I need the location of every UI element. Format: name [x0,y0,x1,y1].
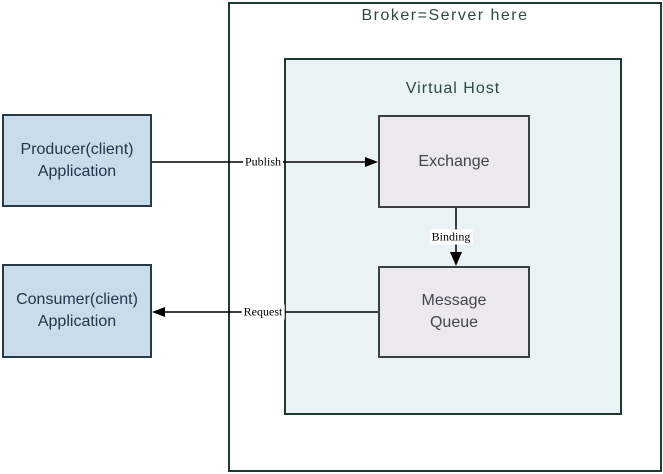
message-queue-node: Message Queue [378,266,530,358]
message-queue-label: Message Queue [421,292,487,331]
publish-label: Publish [242,154,284,170]
binding-label: Binding [429,229,473,245]
consumer-label: Consumer(client) Application [16,291,138,330]
producer-node: Producer(client) Application [2,114,152,207]
exchange-label: Exchange [418,152,490,170]
broker-title: Broker=Server here [361,7,529,24]
binding-arrowhead [450,252,462,266]
request-label: Request [241,304,285,320]
consumer-node: Consumer(client) Application [2,264,152,358]
virtual-host-title: Virtual Host [405,80,501,97]
exchange-node: Exchange [378,115,530,208]
producer-label: Producer(client) Application [20,140,134,180]
publish-arrowhead [365,157,378,167]
request-arrowhead [152,307,165,317]
